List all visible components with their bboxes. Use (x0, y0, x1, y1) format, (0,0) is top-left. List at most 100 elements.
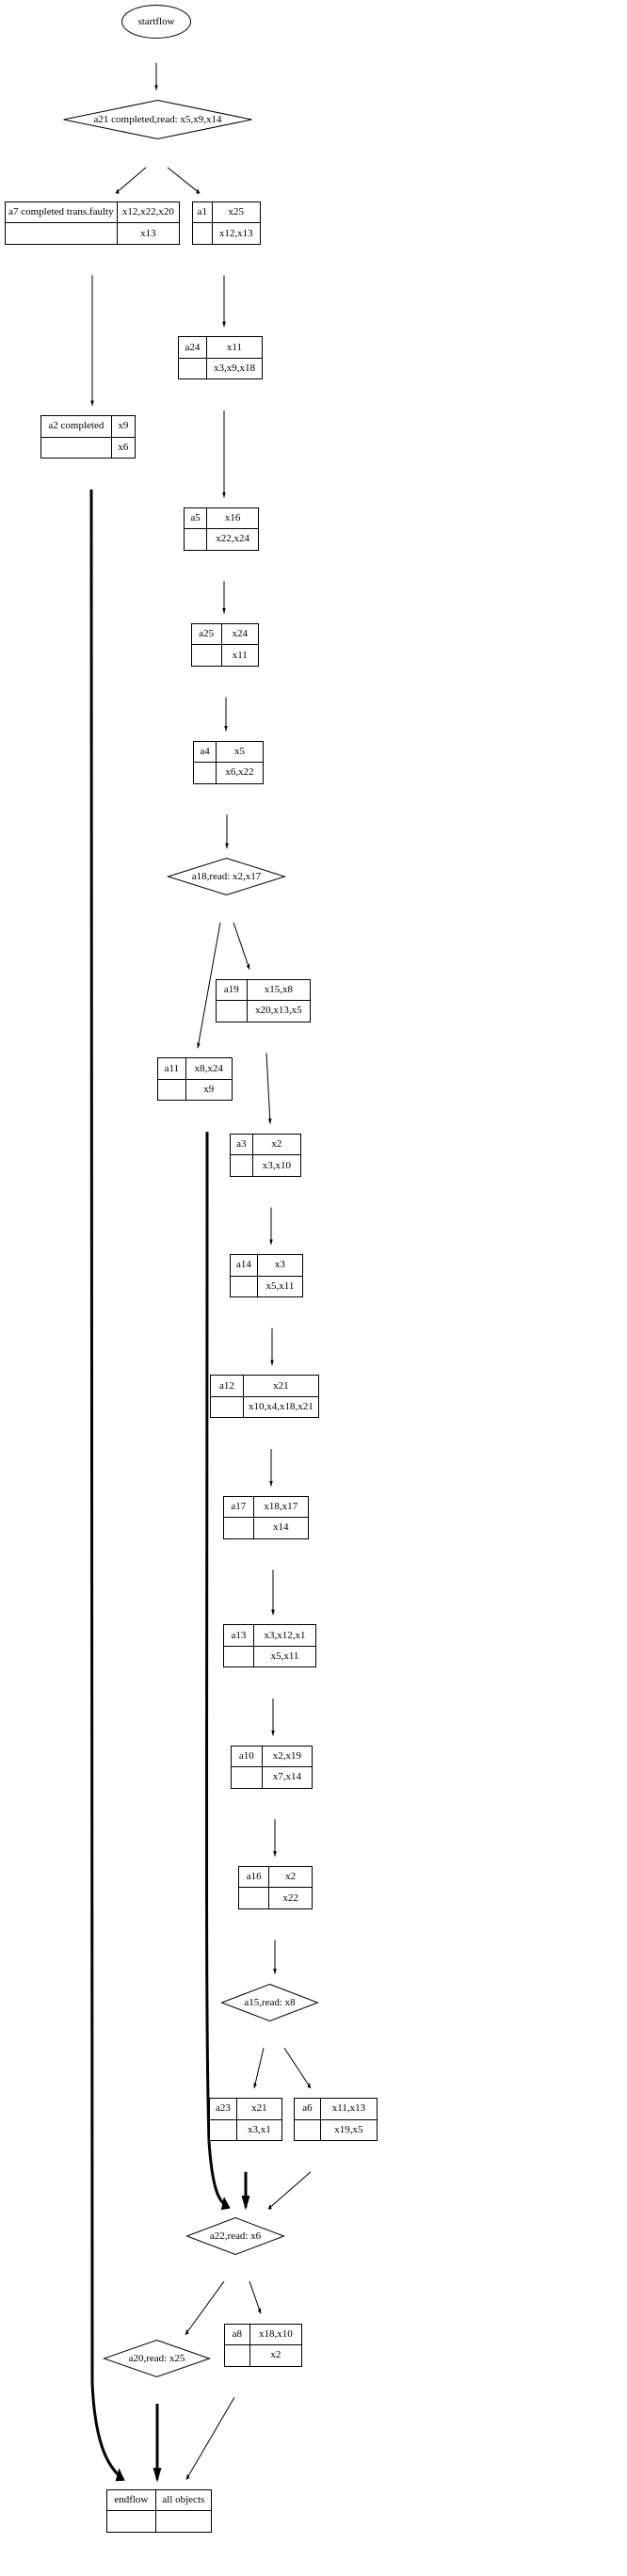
node-a4-out-top: x5 (234, 745, 246, 757)
node-a23-name: a23 (210, 2099, 237, 2119)
node-a6-row-top: a6 x11,x13 (295, 2099, 377, 2120)
node-startflow-label: startflow (137, 16, 175, 28)
node-a24-row-top: a24 x11 (179, 337, 262, 359)
node-a8-out-bottom: x2 (270, 2349, 281, 2361)
node-a8-out-top: x18,x10 (258, 2327, 293, 2340)
node-startflow[interactable]: startflow (121, 5, 191, 40)
node-a11-out-bottom: x9 (203, 1084, 215, 1096)
node-a12-row-bottom: x10,x4,x18,x21 (211, 1396, 318, 1418)
node-a17-out-bottom: x14 (273, 1521, 289, 1534)
node-a6-out-bottom: x19,x5 (334, 2123, 363, 2135)
node-a4-out-bottom: x6,x22 (225, 766, 254, 779)
node-a23-blank (210, 2119, 237, 2141)
node-a24[interactable]: a24 x11 x3,x9,x18 (178, 336, 263, 380)
node-a19-out-bottom: x20,x13,x5 (255, 1005, 302, 1017)
node-a5-blank (185, 529, 208, 550)
node-a7-row-bottom: x13 (6, 223, 179, 244)
node-a2-name: a2 completed (41, 416, 112, 437)
node-a16-row-top: a16 x2 (239, 1866, 312, 1889)
node-a10-row-top: a10 x2,x19 (232, 1746, 312, 1768)
node-a3-name: a3 (231, 1134, 253, 1155)
node-a10[interactable]: a10 x2,x19 x7,x14 (231, 1745, 313, 1789)
node-a8-row-top: a8 x18,x10 (225, 2324, 301, 2346)
edge-a21-a7 (115, 168, 146, 193)
node-endflow-blank-right (156, 2511, 211, 2532)
edge-a22-a8 (249, 2281, 261, 2315)
node-a10-name: a10 (232, 1746, 263, 1767)
node-endflow-blank-left (107, 2511, 156, 2532)
node-a2[interactable]: a2 completed x9 x6 (40, 415, 136, 459)
node-a19-row-top: a19 x15,x8 (217, 979, 310, 1002)
node-a15[interactable]: a15,read: x8 (220, 1983, 319, 2021)
node-a25-blank (192, 645, 222, 666)
node-a13[interactable]: a13 x3,x12,x1 x5,x11 (223, 1624, 316, 1668)
a21-diamond-shape (63, 100, 252, 140)
node-a3[interactable]: a3 x2 x3,x10 (230, 1133, 301, 1177)
node-a6[interactable]: a6 x11,x13 x19,x5 (294, 2098, 378, 2142)
node-endflow[interactable]: endflow all objects (106, 2488, 212, 2533)
node-a19[interactable]: a19 x15,x8 x20,x13,x5 (216, 978, 311, 1022)
node-a14-blank (231, 1276, 258, 1297)
node-a14[interactable]: a14 x3 x5,x11 (230, 1254, 303, 1298)
node-a19-name: a19 (217, 979, 248, 1001)
node-a4-row-top: a4 x5 (194, 741, 263, 764)
node-a12[interactable]: a12 x21 x10,x4,x18,x21 (210, 1375, 319, 1419)
node-a2-row-bottom: x6 (41, 437, 135, 459)
node-a11[interactable]: a11 x8,x24 x9 (157, 1057, 233, 1102)
node-a7-row-top: a7 completed trans.faulty x12,x22,x20 (6, 201, 179, 224)
node-a24-out-top: x11 (226, 341, 242, 353)
node-a14-out-top: x3 (274, 1259, 285, 1271)
node-a25[interactable]: a25 x24 x11 (191, 622, 259, 667)
node-a25-name: a25 (192, 623, 222, 645)
node-a23-row-bottom: x3,x1 (210, 2119, 281, 2141)
node-a6-row-bottom: x19,x5 (295, 2119, 377, 2141)
node-a1[interactable]: a1 x25 x12,x13 (192, 201, 261, 245)
node-a19-out-top: x15,x8 (264, 983, 293, 995)
node-a23-row-top: a23 x21 (210, 2099, 281, 2120)
node-a17[interactable]: a17 x18,x17 x14 (223, 1495, 309, 1539)
node-a17-row-top: a17 x18,x17 (224, 1496, 308, 1519)
node-a14-row-top: a14 x3 (231, 1255, 302, 1277)
node-a21-label: a21 completed,read: x5,x9,x14 (93, 114, 222, 126)
node-a1-out-bottom: x12,x13 (218, 227, 253, 239)
node-a22[interactable]: a22,read: x6 (185, 2216, 285, 2255)
edge-a6-a22 (267, 2172, 311, 2209)
node-a7-blank (6, 223, 118, 244)
node-a8[interactable]: a8 x18,x10 x2 (224, 2323, 302, 2367)
node-a2-out-top: x9 (118, 420, 129, 432)
a20-diamond-shape (102, 2339, 212, 2377)
node-a5-out-top: x16 (224, 511, 241, 523)
node-a18[interactable]: a18,read: x2,x17 (166, 858, 287, 896)
node-a14-row-bottom: x5,x11 (231, 1276, 302, 1297)
node-a16-out-top: x2 (285, 1871, 297, 1883)
node-a13-row-bottom: x5,x11 (224, 1646, 315, 1667)
node-a4-blank (194, 763, 217, 783)
node-a6-out-top: x11,x13 (331, 2102, 366, 2115)
node-a23[interactable]: a23 x21 x3,x1 (209, 2098, 282, 2142)
edge-a18-a19 (233, 923, 249, 971)
node-a3-blank (231, 1155, 253, 1176)
node-a1-row-bottom: x12,x13 (193, 223, 260, 244)
node-a5[interactable]: a5 x16 x22,x24 (184, 507, 259, 551)
node-a20[interactable]: a20,read: x25 (102, 2339, 212, 2377)
node-a7[interactable]: a7 completed trans.faulty x12,x22,x20 x1… (5, 201, 180, 245)
node-a3-out-bottom: x3,x10 (262, 1159, 291, 1171)
node-a4[interactable]: a4 x5 x6,x22 (193, 740, 264, 784)
node-a12-blank (211, 1396, 244, 1418)
edge-a15-a6 (284, 2048, 312, 2088)
node-a2-out-bottom: x6 (118, 441, 129, 453)
node-a1-row-top: a1 x25 (193, 201, 260, 224)
node-a21[interactable]: a21 completed,read: x5,x9,x14 (63, 100, 252, 140)
node-a2-blank (41, 437, 112, 459)
node-a11-name: a11 (158, 1058, 186, 1079)
node-a12-out-bottom: x10,x4,x18,x21 (249, 1401, 314, 1413)
node-a7-name: a7 completed trans.faulty (6, 201, 118, 223)
node-a25-row-top: a25 x24 (192, 623, 258, 646)
a22-diamond-shape (185, 2216, 285, 2255)
node-a7-out-bottom: x13 (140, 227, 156, 239)
node-a16[interactable]: a16 x2 x22 (238, 1865, 313, 1909)
node-a13-blank (224, 1646, 254, 1667)
node-a14-name: a14 (231, 1255, 258, 1276)
edge-a8-endflow (186, 2397, 234, 2481)
